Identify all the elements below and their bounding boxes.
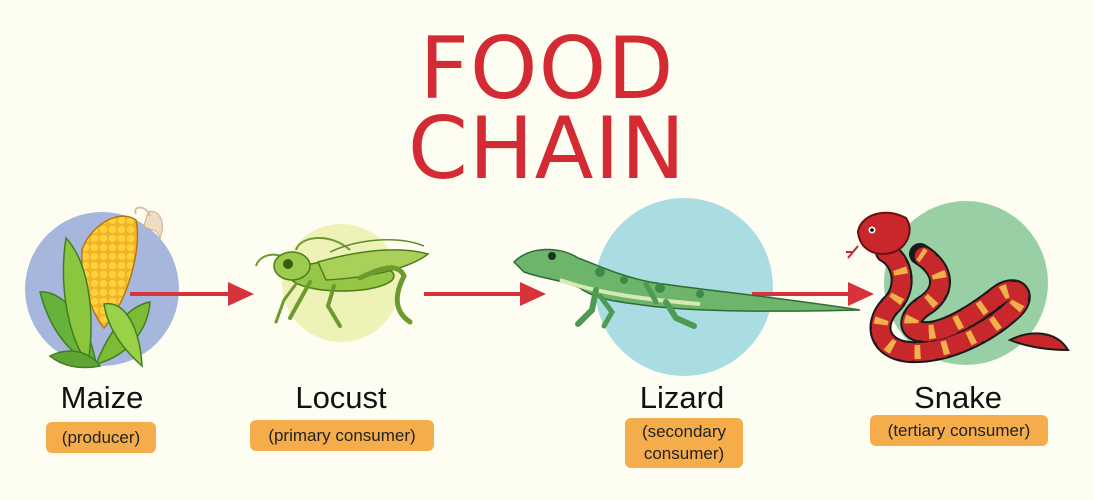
lizard-label: Lizard [639, 380, 725, 415]
maize-label: Maize [60, 380, 144, 415]
corn-icon [39, 206, 163, 369]
lizard-role-badge: (secondary consumer) [625, 418, 743, 468]
title-line-chain: CHAIN [407, 99, 687, 199]
lizard-role-line2: consumer) [643, 444, 725, 463]
arrow-locust-to-lizard [424, 282, 546, 306]
snake-icon [846, 211, 1070, 364]
lizard-icon [512, 248, 861, 329]
locust-icon [255, 236, 430, 328]
arrow-maize-to-locust [130, 282, 254, 306]
snake-role-badge: (tertiary consumer) [870, 415, 1048, 446]
locust-label: Locust [295, 380, 387, 415]
arrow-lizard-to-snake [752, 282, 874, 306]
locust-role-badge: (primary consumer) [250, 420, 434, 451]
title-line-food: FOOD [419, 19, 675, 119]
lizard-role-line1: (secondary [641, 422, 727, 441]
maize-role-badge: (producer) [46, 422, 156, 453]
snake-label: Snake [914, 380, 1002, 415]
